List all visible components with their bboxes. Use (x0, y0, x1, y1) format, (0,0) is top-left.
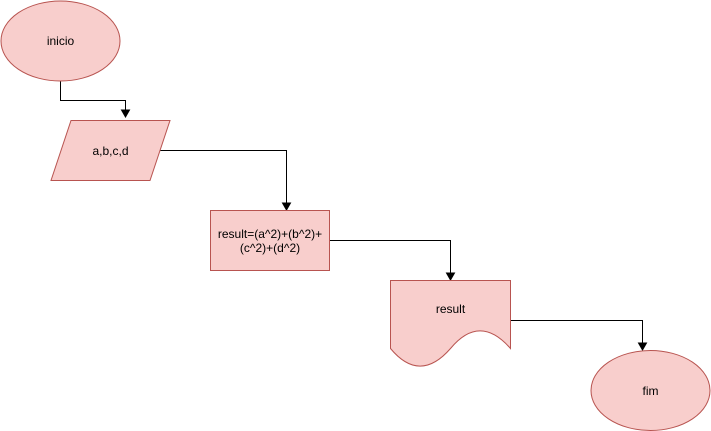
input-parallelogram (50, 120, 171, 181)
process-label-line2: (c^2)+(d^2) (240, 241, 300, 255)
edge-inicio-to-input (60, 81, 131, 119)
input-node[interactable]: a,b,c,d (50, 120, 171, 181)
edge-input-to-process (157, 150, 292, 212)
end-label: fim (643, 384, 659, 398)
start-ellipse (0, 0, 121, 82)
process-node[interactable]: result=(a^2)+(b^2)+ (c^2)+(d^2) (210, 210, 330, 271)
edge-output-to-end (511, 320, 648, 352)
start-label: inicio (47, 34, 75, 48)
output-document-shape (390, 280, 511, 367)
output-node[interactable]: result (390, 280, 511, 367)
input-label: a,b,c,d (92, 144, 128, 158)
end-node[interactable]: fim (590, 350, 711, 431)
process-label-line1: result=(a^2)+(b^2)+ (218, 227, 322, 241)
process-rectangle (210, 210, 330, 271)
start-node[interactable]: inicio (0, 0, 121, 82)
output-label: result (436, 302, 466, 316)
edge-process-to-output (330, 240, 456, 282)
